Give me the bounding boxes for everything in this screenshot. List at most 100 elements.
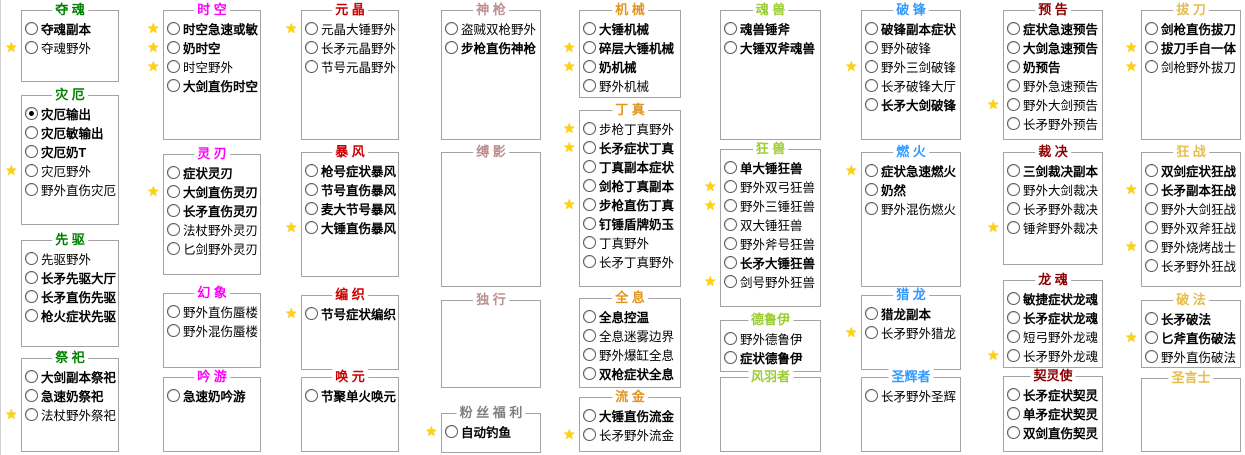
build-option[interactable]: 野外斧号狂兽 (721, 234, 820, 253)
build-option[interactable]: ★ 时空急速或敏 (147, 19, 260, 38)
radio-button[interactable] (865, 22, 878, 35)
radio-button[interactable] (167, 22, 180, 35)
radio-button[interactable] (865, 183, 878, 196)
build-option[interactable]: 节聚单火唤元 (302, 386, 398, 405)
radio-button[interactable] (865, 60, 878, 73)
build-option[interactable]: 长矛直伤先驱 (22, 287, 118, 306)
radio-button[interactable] (865, 98, 878, 111)
radio-button[interactable] (583, 60, 596, 73)
build-option[interactable]: 奶然 (862, 180, 960, 199)
build-option[interactable]: 长矛症状契灵 (1004, 385, 1102, 404)
radio-button[interactable] (25, 408, 38, 421)
radio-button[interactable] (167, 305, 180, 318)
build-option[interactable]: ★ 元晶大锤野外 (285, 19, 398, 38)
build-option[interactable]: 长矛症状龙魂 (1004, 308, 1102, 327)
build-option[interactable]: 长矛大锤狂兽 (721, 253, 820, 272)
build-option[interactable]: 野外直伤灾厄 (22, 180, 118, 199)
build-option[interactable]: 急速奶祭祀 (22, 386, 118, 405)
radio-button[interactable] (1145, 164, 1158, 177)
build-option[interactable]: 灾厄奶T (22, 142, 118, 161)
build-option[interactable]: 症状德鲁伊 (721, 348, 820, 367)
build-option[interactable]: ★ 法杖野外祭祀 (5, 405, 118, 424)
build-option[interactable]: 匕剑野外灵刃 (164, 239, 260, 258)
radio-button[interactable] (1145, 331, 1158, 344)
radio-button[interactable] (1145, 240, 1158, 253)
radio-button[interactable] (25, 309, 38, 322)
build-option[interactable]: 野外直伤蜃楼 (164, 302, 260, 321)
build-option[interactable]: 剑枪直伤拔刀 (1142, 19, 1240, 38)
build-option[interactable]: 长矛元晶野外 (302, 38, 398, 57)
radio-button[interactable] (724, 237, 737, 250)
radio-button[interactable] (25, 41, 38, 54)
build-option[interactable]: ★ 碎层大锤机械 (563, 38, 680, 57)
radio-button[interactable] (1007, 388, 1020, 401)
radio-button[interactable] (583, 141, 596, 154)
build-option[interactable]: ★ 剑枪野外拔刀 (1125, 57, 1240, 76)
radio-button[interactable] (865, 164, 878, 177)
radio-button[interactable] (1007, 407, 1020, 420)
build-option[interactable]: ★ 野外烧烤战士 (1125, 237, 1240, 256)
build-option[interactable]: 节号元晶野外 (302, 57, 398, 76)
build-option[interactable]: 双枪症状全息 (580, 364, 680, 383)
build-option[interactable]: 长矛丁真野外 (580, 252, 680, 271)
build-option[interactable]: 野外混伤燃火 (862, 199, 960, 218)
radio-button[interactable] (1007, 41, 1020, 54)
build-option[interactable]: 野外急速预告 (1004, 76, 1102, 95)
build-option[interactable]: ★ 锤斧野外裁决 (987, 218, 1102, 237)
radio-button[interactable] (1007, 330, 1020, 343)
build-option[interactable]: 双剑症状狂战 (1142, 161, 1240, 180)
build-option[interactable]: 丁真野外 (580, 233, 680, 252)
radio-button[interactable] (583, 122, 596, 135)
radio-button[interactable] (25, 164, 38, 177)
build-option[interactable]: ★ 长矛症状丁真 (563, 138, 680, 157)
build-option[interactable]: 全息迷雾边界 (580, 326, 680, 345)
build-option[interactable]: 钉锤盾牌奶玉 (580, 214, 680, 233)
build-option[interactable]: 丁真副本症状 (580, 157, 680, 176)
radio-button[interactable] (724, 161, 737, 174)
radio-button[interactable] (1145, 183, 1158, 196)
radio-button[interactable] (25, 252, 38, 265)
radio-button[interactable] (305, 60, 318, 73)
build-option[interactable]: 破锋副本症状 (862, 19, 960, 38)
build-option[interactable]: ★ 夺魂野外 (5, 38, 118, 57)
radio-button[interactable] (865, 389, 878, 402)
build-option[interactable]: ★ 灾厄野外 (5, 161, 118, 180)
build-option[interactable]: ★ 步枪丁真野外 (563, 119, 680, 138)
radio-button[interactable] (724, 332, 737, 345)
radio-button[interactable] (305, 221, 318, 234)
build-option[interactable]: 野外双斧狂战 (1142, 218, 1240, 237)
radio-button[interactable] (865, 326, 878, 339)
radio-button[interactable] (724, 256, 737, 269)
build-option[interactable]: 魂兽锤斧 (721, 19, 820, 38)
radio-button[interactable] (583, 160, 596, 173)
build-option[interactable]: 短弓野外龙魂 (1004, 327, 1102, 346)
radio-button[interactable] (167, 204, 180, 217)
radio-button[interactable] (724, 41, 737, 54)
radio-button[interactable] (1007, 311, 1020, 324)
radio-button[interactable] (25, 389, 38, 402)
build-option[interactable]: ★ 大剑直伤灵刃 (147, 182, 260, 201)
build-option[interactable]: 症状灵刃 (164, 163, 260, 182)
radio-button[interactable] (25, 290, 38, 303)
build-option[interactable]: 双大锤狂兽 (721, 215, 820, 234)
radio-button[interactable] (305, 41, 318, 54)
build-option[interactable]: ★ 奶时空 (147, 38, 260, 57)
build-option[interactable]: 长矛野外狂战 (1142, 256, 1240, 275)
build-option[interactable]: ★ 长矛野外流金 (563, 425, 680, 444)
build-option[interactable]: ★ 野外三锤狂兽 (704, 196, 820, 215)
radio-button[interactable] (724, 351, 737, 364)
build-option[interactable]: 法杖野外灵刃 (164, 220, 260, 239)
radio-button[interactable] (305, 307, 318, 320)
radio-button[interactable] (1007, 221, 1020, 234)
radio-button[interactable] (724, 218, 737, 231)
radio-button[interactable] (167, 79, 180, 92)
radio-button[interactable] (583, 428, 596, 441)
radio-button[interactable] (167, 242, 180, 255)
radio-button[interactable] (1007, 202, 1020, 215)
build-option[interactable]: 先驱野外 (22, 249, 118, 268)
build-option[interactable]: 长矛野外预告 (1004, 114, 1102, 133)
radio-button[interactable] (865, 202, 878, 215)
radio-button[interactable] (1007, 349, 1020, 362)
radio-button[interactable] (583, 329, 596, 342)
radio-button[interactable] (445, 425, 458, 438)
